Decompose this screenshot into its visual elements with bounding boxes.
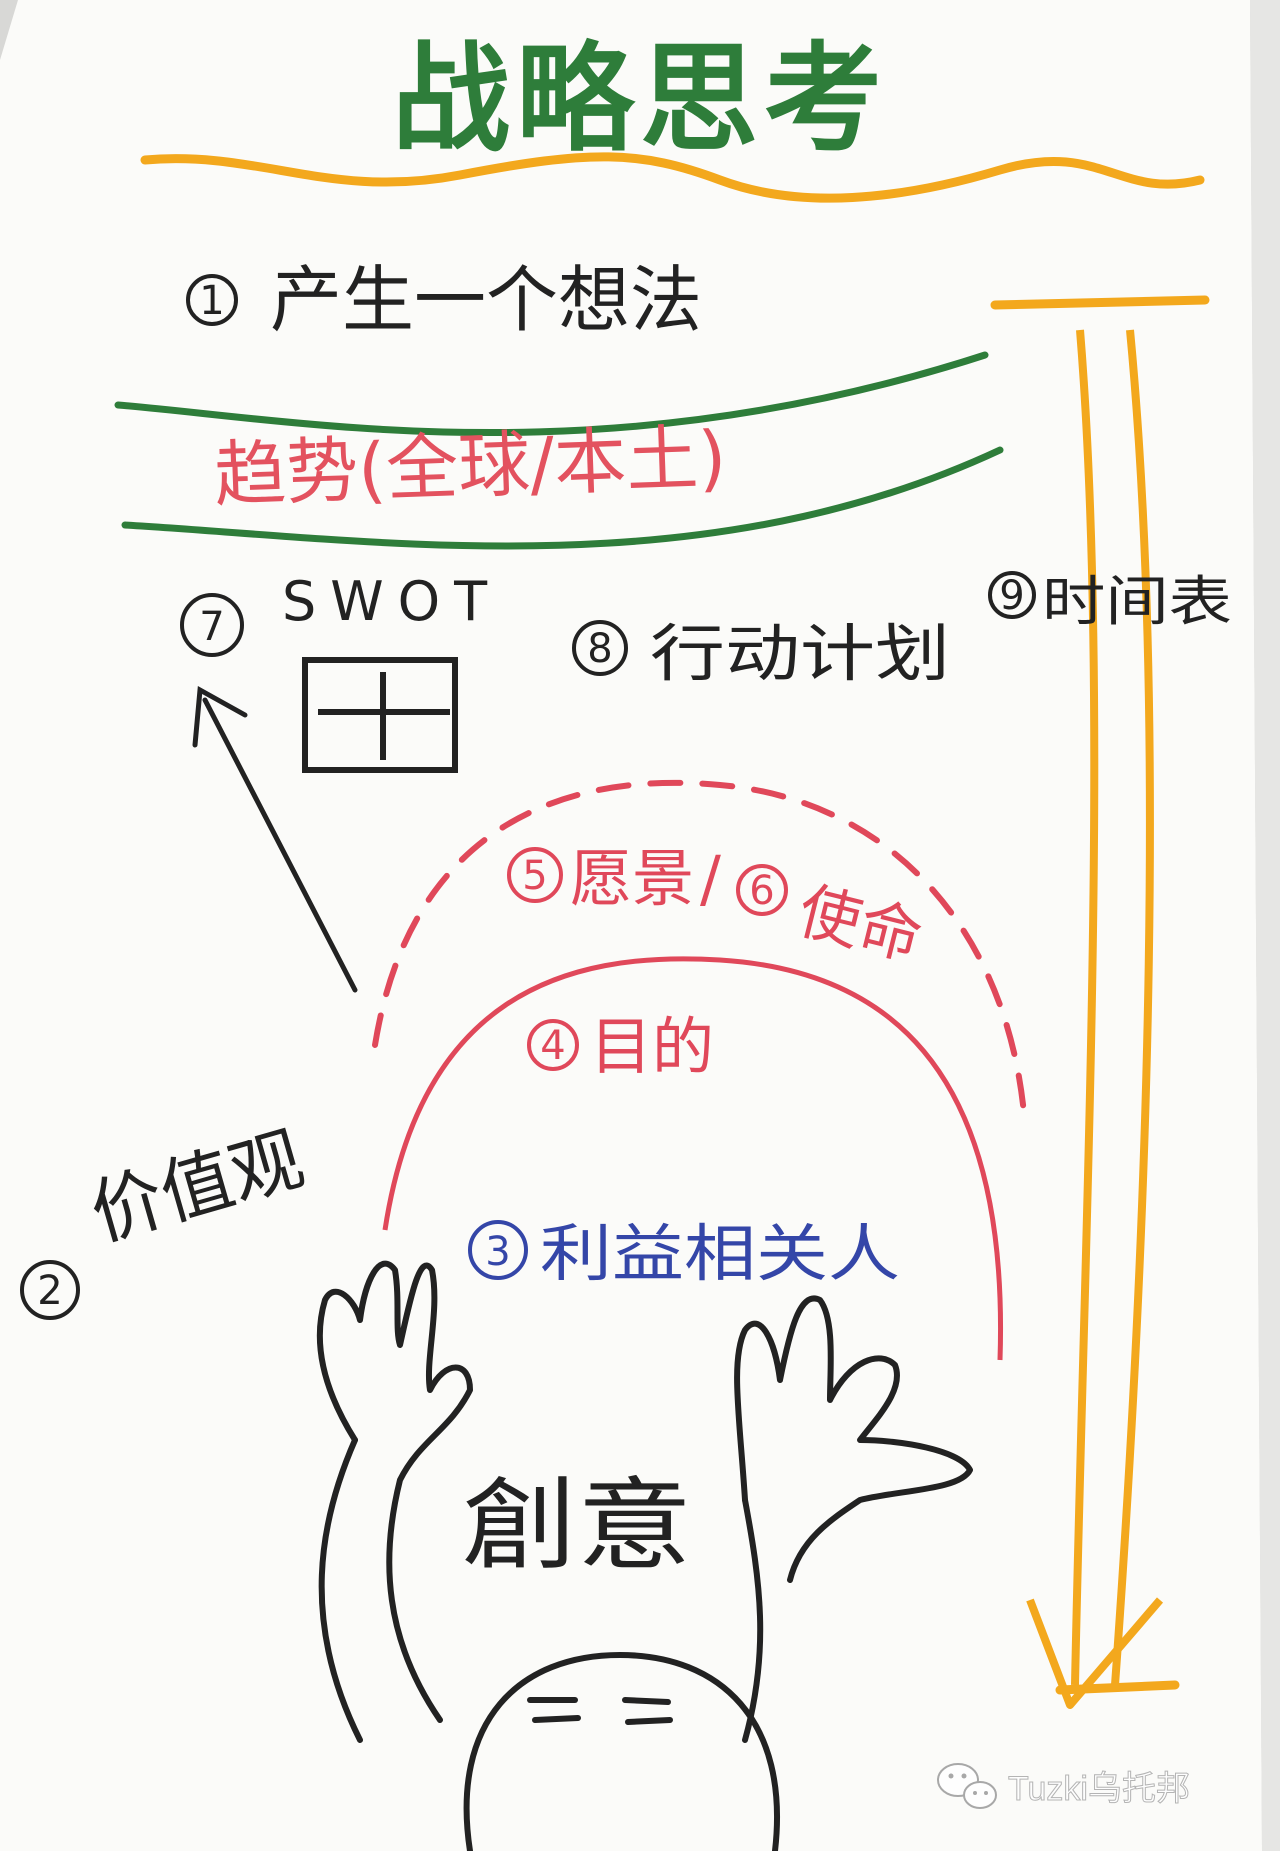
step-number: 5	[522, 853, 547, 899]
page-title: 战略思考	[392, 30, 888, 168]
step-number-circle	[527, 1019, 579, 1071]
step-timeline: 9 时间表	[988, 570, 1232, 633]
step-number: 1	[199, 278, 224, 324]
left-arm-outer	[318, 1437, 363, 1743]
vision-arc-dashed	[372, 779, 1028, 1128]
character-drawing	[316, 1260, 973, 1851]
step-number-circle	[988, 571, 1036, 619]
step-number-circle	[736, 864, 788, 916]
step-number: 2	[37, 1268, 62, 1314]
step-number: 9	[999, 573, 1024, 619]
watermark: Tuzki乌托邦	[937, 1763, 1190, 1809]
step-label: 行动计划	[650, 617, 950, 690]
left-hand	[316, 1260, 473, 1723]
step-number: 4	[540, 1023, 565, 1069]
step-label: 时间表	[1042, 570, 1232, 633]
timeline-arrow-icon	[990, 295, 1210, 1709]
step-purpose: 4 目的	[527, 1010, 714, 1083]
step-number: 6	[749, 868, 774, 914]
step-label: 利益相关人	[540, 1217, 900, 1290]
step-number-circle	[507, 847, 563, 903]
head	[463, 1652, 780, 1851]
step-label: 目的	[590, 1010, 714, 1083]
arrow-up-left-icon	[192, 685, 358, 993]
step-number-circle	[186, 274, 238, 326]
step-label: 产生一个想法	[270, 258, 702, 342]
right-hand	[734, 1295, 973, 1583]
step-number: 7	[199, 604, 224, 650]
step-number-circle	[572, 620, 628, 676]
right-arm-outer	[742, 1497, 764, 1743]
separator-slash: /	[700, 842, 721, 915]
step-vision-mission: 5 愿景 / 6 使命	[507, 842, 929, 975]
step-stakeholders: 3 利益相关人	[468, 1217, 900, 1290]
step-label: 愿景	[570, 842, 694, 915]
step-label: SWOT	[282, 570, 501, 633]
step-number-circle	[180, 593, 244, 657]
trend-band: 趋势(全球/本土)	[114, 351, 1004, 550]
step-number: 3	[485, 1229, 510, 1275]
face-text: 創意	[462, 1467, 692, 1584]
trend-label: 趋势(全球/本土)	[213, 415, 728, 517]
watermark-text: Tuzki乌托邦	[1008, 1770, 1190, 1808]
step-idea: 1 产生一个想法	[186, 258, 702, 342]
step-swot: 7 SWOT	[180, 570, 501, 773]
right-eye	[622, 1697, 671, 1705]
step-number: 8	[587, 626, 612, 672]
step-number-circle	[20, 1260, 80, 1320]
title-underline-wave	[140, 152, 1205, 203]
swot-grid-icon	[302, 657, 458, 773]
step-action: 8 行动计划	[572, 617, 950, 690]
step-number-circle	[468, 1220, 528, 1280]
wechat-icon	[937, 1763, 997, 1809]
purpose-arc	[382, 956, 1004, 1361]
